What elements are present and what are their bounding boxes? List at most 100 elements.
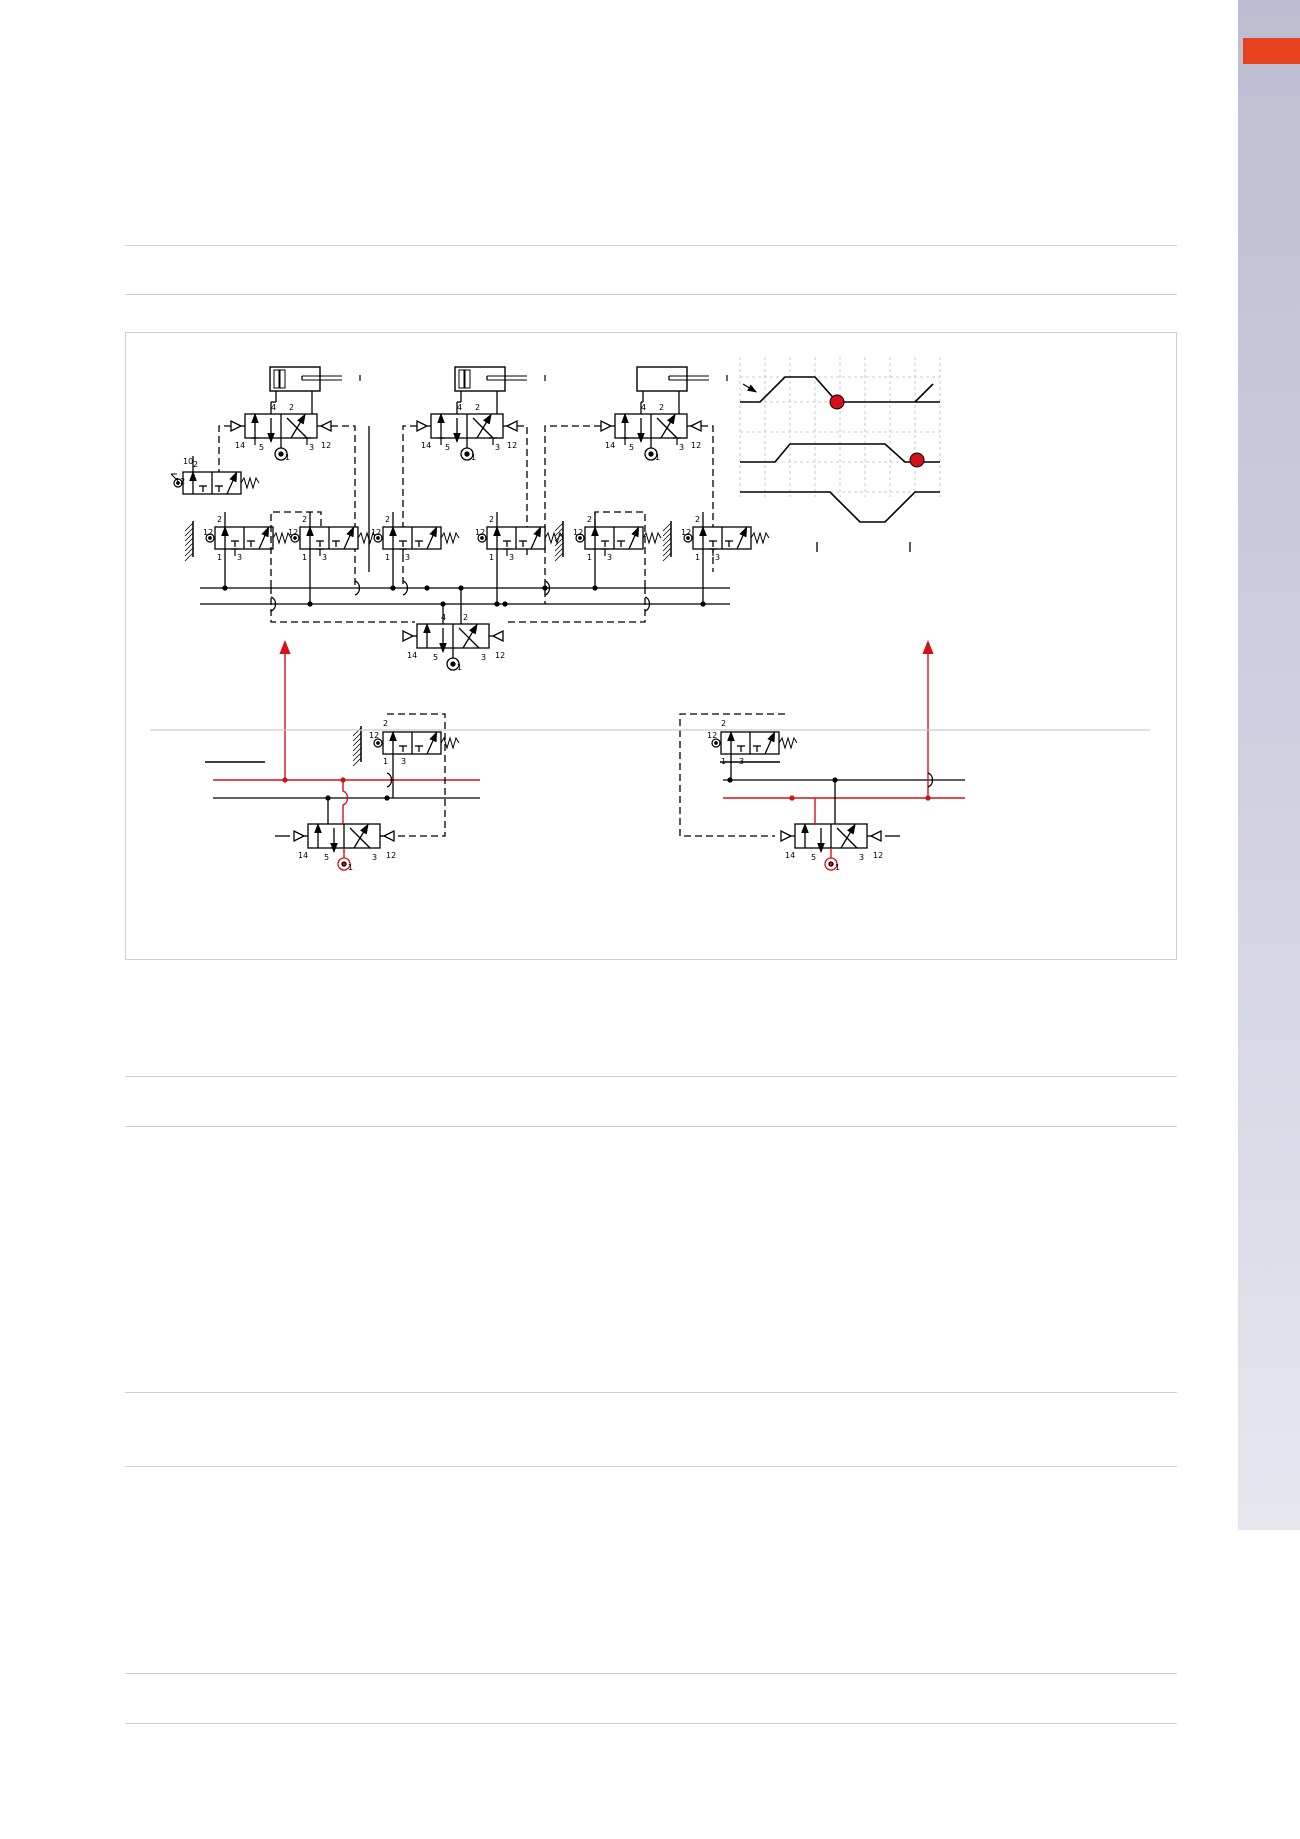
junction-dot [440,601,446,607]
3-2-way-valve-icon [477,525,564,550]
port-label: 2 [463,613,468,622]
5-2-way-valve-icon [293,822,395,854]
port-label: 12 [475,528,485,537]
port-label: 2 [217,515,222,524]
junction-dot [542,585,548,591]
junction-dot [700,601,706,607]
timing-highlight-dot [909,452,925,468]
5-2-way-valve-icon [230,412,332,444]
rule-bottom-1 [125,1673,1177,1674]
port-label: 4 [641,403,646,412]
junction-dot [390,585,396,591]
port-label: 5 [259,443,264,452]
port-label: 14 [421,441,431,450]
port-label: 2 [385,515,390,524]
junction-dot [727,777,733,783]
port-label: 1 [285,453,290,462]
port-label: 14 [785,851,795,860]
junction-dot [222,585,228,591]
pneumatic-cylinder-icon [454,366,546,392]
port-label: 1 [217,553,222,562]
port-label: 1 [348,863,353,872]
3-2-way-valve-icon [352,726,460,767]
port-label: 2 [587,515,592,524]
port-label: 3 [495,443,500,452]
port-label: 1 [835,863,840,872]
port-label: 3 [481,653,486,662]
junction-dot [925,795,931,801]
port-label: 12 [203,528,213,537]
port-label: 12 [371,528,381,537]
rule-mid-3 [125,1392,1177,1393]
3-2-way-valve-icon [184,521,292,562]
port-label: 3 [607,553,612,562]
pneumatic-cylinder-icon [269,366,361,392]
port-label: 3 [322,553,327,562]
rule-top-2 [125,294,1177,295]
port-label: 14 [235,441,245,450]
rule-mid-1 [125,1076,1177,1077]
port-label: 1 [489,553,494,562]
3-2-way-valve-icon [373,525,460,550]
port-label: 2 [659,403,664,412]
port-label: 12 [691,441,701,450]
spring-return-icon [240,476,260,490]
spring-return-icon [778,736,798,750]
junction-dot [424,585,430,591]
port-label: 4 [271,403,276,412]
port-label: 1 [655,453,660,462]
junction-dot [592,585,598,591]
port-label: 2 [489,515,494,524]
port-label: 5 [811,853,816,862]
port-label: 12 [873,851,883,860]
port-label: 1 [587,553,592,562]
3-2-way-valve-icon [173,470,260,495]
port-label: 3 [237,553,242,562]
timing-highlight-dot [829,394,845,410]
port-label: 1 [302,553,307,562]
port-label: 3 [401,757,406,766]
spring-return-icon [642,531,662,545]
junction-dot [282,777,288,783]
junction-dot [384,795,390,801]
junction-dot [458,585,464,591]
rule-mid-2 [125,1126,1177,1127]
port-label: 2 [695,515,700,524]
5-2-way-valve-icon [416,412,518,444]
port-label: 2 [289,403,294,412]
port-label: 2 [193,460,198,469]
port-label: 12 [707,731,717,740]
port-label: 5 [324,853,329,862]
port-label: 3 [679,443,684,452]
figure-frame [125,332,1177,960]
port-label: 4 [457,403,462,412]
junction-dot [494,601,500,607]
port-label: 10 [183,457,193,466]
port-label: 12 [369,731,379,740]
port-label: 3 [859,853,864,862]
port-label: 1 [695,553,700,562]
5-2-way-valve-icon [402,622,504,654]
spring-return-icon [440,736,460,750]
spring-return-icon [440,531,460,545]
spring-return-icon [544,531,564,545]
port-label: 3 [715,553,720,562]
port-label: 3 [309,443,314,452]
3-2-way-valve-icon [554,521,662,562]
rule-bottom-2 [125,1723,1177,1724]
3-2-way-valve-icon [662,521,770,562]
port-label: 1 [383,757,388,766]
spring-return-icon [750,531,770,545]
3-2-way-valve-icon [711,730,798,755]
port-label: 3 [509,553,514,562]
rule-top-1 [125,245,1177,246]
port-label: 12 [507,441,517,450]
junction-dot [789,795,795,801]
spring-return-icon [357,531,377,545]
port-label: 2 [302,515,307,524]
port-label: 2 [383,719,388,728]
port-label: 12 [495,651,505,660]
port-label: 12 [175,477,185,486]
port-label: 12 [321,441,331,450]
